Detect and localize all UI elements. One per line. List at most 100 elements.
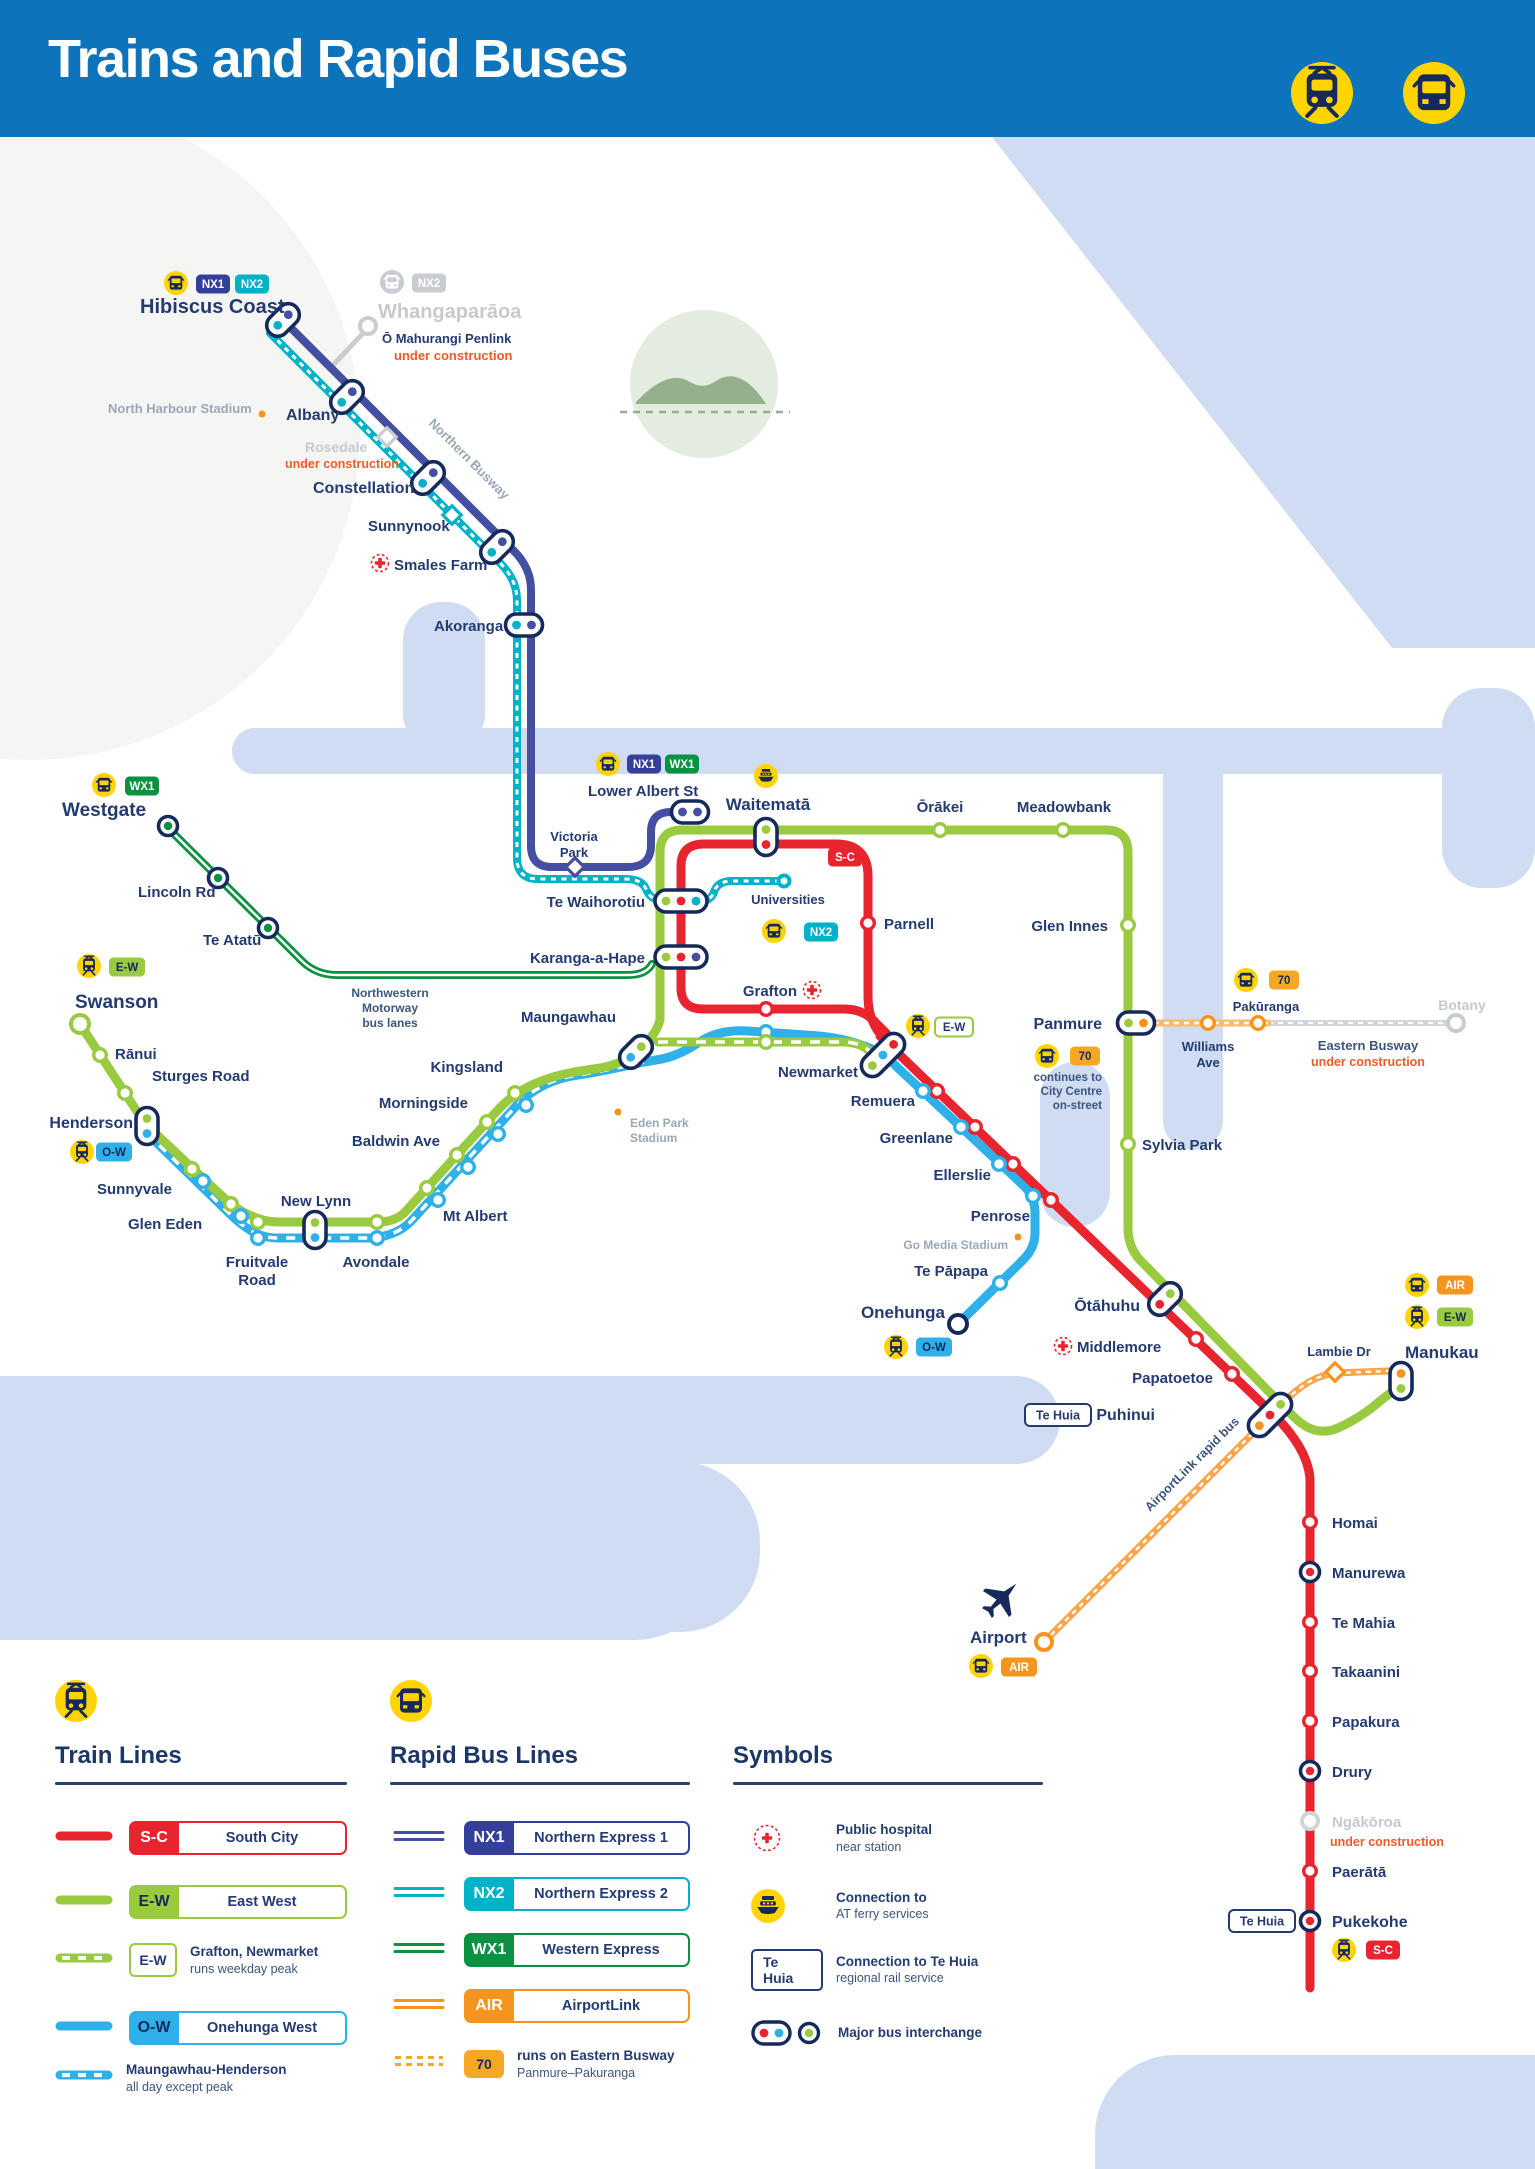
st-panmure: [1115, 1010, 1157, 1036]
badge-e-w: E-W: [109, 957, 145, 977]
badge-air: AIR: [1001, 1657, 1037, 1677]
st-ranui: [91, 1046, 108, 1063]
st-whangaparaoa-stub: [358, 316, 378, 336]
badge-wx1: WX1: [665, 754, 699, 774]
st-williams-ave: [1199, 1015, 1216, 1032]
pakuranga-bus-icon: [1234, 968, 1258, 992]
svg-text:S-C: S-C: [835, 852, 855, 864]
lbl-pukekohe: Pukekohe: [1332, 1914, 1408, 1931]
lbl-panmure-note-2: City Centre: [1041, 1086, 1102, 1098]
svg-text:S-C: S-C: [1373, 1945, 1393, 1957]
lbl-constellation: Constellation: [313, 480, 414, 497]
lbl-greenlane: Greenlane: [880, 1130, 953, 1147]
lbl-te-papapa: Te Pāpapa: [914, 1263, 989, 1280]
bus-icon: [1403, 62, 1465, 124]
water-shape: [560, 1462, 760, 1632]
svg-text:NX1: NX1: [633, 759, 656, 771]
lbl-sylvia-park: Sylvia Park: [1142, 1137, 1223, 1154]
water-shape: [1040, 1062, 1110, 1227]
lbl-eastern-busway: Eastern Busway: [1318, 1038, 1419, 1053]
badge-nx1: NX1: [627, 754, 661, 774]
lbl-ellerslie: Ellerslie: [933, 1167, 991, 1184]
st-baldwin-ave: [449, 1146, 466, 1163]
st-swanson: [69, 1013, 91, 1035]
lbl-panmure: Panmure: [1034, 1016, 1103, 1033]
lbl-rosedale: Rosedale: [305, 439, 367, 455]
lbl-orakei: Ōrākei: [917, 799, 964, 816]
st-glen-eden-b: [232, 1207, 249, 1224]
lbl-sunnynook: Sunnynook: [368, 518, 450, 535]
svg-text:70: 70: [1079, 1051, 1092, 1063]
lbl-kingsland: Kingsland: [430, 1059, 503, 1076]
lbl-te-waihorotiu: Te Waihorotiu: [547, 894, 645, 911]
st-rosedale: [375, 425, 399, 449]
st-meadowbank: [1054, 822, 1071, 839]
rangitoto-island: [620, 310, 790, 458]
lbl-westgate: Westgate: [62, 800, 146, 821]
lbl-penlink-uc: under construction: [394, 348, 513, 363]
dot-north-harbour-stadium: [258, 410, 266, 418]
lbl-karanga-a-hape: Karanga-a-Hape: [530, 950, 645, 967]
pukekohe-train-icon: [1332, 1938, 1356, 1962]
lbl-nw-motorway-3: bus lanes: [362, 1016, 418, 1030]
lbl-panmure-note-1: continues to: [1034, 1072, 1102, 1084]
st-greenlane-b: [953, 1118, 970, 1135]
cloud-shape: [722, 196, 890, 364]
lbl-lower-albert: Lower Albert St: [588, 783, 698, 800]
st-smales-farm: [478, 528, 516, 566]
st-fruitvale-b: [249, 1229, 266, 1246]
badge-e-w: E-W: [1437, 1307, 1473, 1327]
whangaparaoa-bus-icon: [380, 270, 404, 294]
water-shape: [1163, 745, 1223, 1150]
svg-text:NX2: NX2: [418, 278, 440, 290]
lbl-whangaparaoa: Whangaparāoa: [378, 301, 522, 323]
lbl-eden-park-1: Eden Park: [630, 1116, 689, 1130]
st-kingsland-b: [518, 1096, 535, 1113]
manukau-train-icon: [1405, 1305, 1429, 1329]
lbl-new-lynn: New Lynn: [281, 1193, 351, 1210]
line-wx1: [164, 824, 656, 979]
st-sylvia-park: [1119, 1135, 1136, 1152]
st-ellerslie: [1005, 1155, 1022, 1172]
land-shape: [0, 100, 360, 760]
st-manurewa: [1298, 1560, 1322, 1584]
universities-bus-icon: [762, 919, 786, 943]
svg-text:WX1: WX1: [130, 781, 156, 793]
page-title: Trains and Rapid Buses: [48, 29, 629, 89]
lbl-baldwin-ave: Baldwin Ave: [352, 1133, 440, 1150]
st-new-lynn: [302, 1209, 328, 1251]
st-waitemata: [753, 816, 779, 858]
manukau-bus-icon: [1405, 1273, 1429, 1297]
st-drury: [1298, 1759, 1322, 1783]
water-shape: [0, 1376, 1060, 1464]
st-sunnyvale: [183, 1160, 200, 1177]
airport-bus-icon: [969, 1654, 993, 1678]
st-newmarket: [859, 1031, 907, 1079]
st-grafton-r: [758, 1001, 775, 1018]
lbl-papakura: Papakura: [1332, 1714, 1400, 1731]
dot-eden-park-stadium: [614, 1108, 622, 1116]
st-remuera-b: [915, 1082, 932, 1099]
svg-text:E-W: E-W: [116, 962, 139, 974]
st-lambie-dr: [1323, 1360, 1347, 1384]
st-glen-innes: [1119, 917, 1136, 934]
lbl-sturges-road: Sturges Road: [152, 1068, 250, 1085]
airport-plane-icon: [981, 1583, 1017, 1619]
st-manukau: [1388, 1360, 1414, 1402]
st-airport: [1034, 1632, 1054, 1652]
st-orakei: [932, 822, 949, 839]
lbl-remuera: Remuera: [851, 1093, 916, 1110]
lbl-lincoln-rd: Lincoln Rd: [138, 884, 216, 901]
st-karanga-a-hape: [653, 944, 709, 970]
water-shape: [403, 602, 485, 752]
st-te-waihorotiu: [653, 888, 709, 914]
lbl-grafton: Grafton: [743, 983, 797, 1000]
line-sc-west-loop: [676, 839, 892, 1039]
henderson-train-icon: [70, 1140, 94, 1164]
te-huia-box: Te Huia: [1024, 1403, 1092, 1427]
st-parnell: [860, 915, 877, 932]
st-grafton-g: [758, 1033, 775, 1050]
lbl-victoria-park-1: Victoria: [550, 829, 598, 844]
